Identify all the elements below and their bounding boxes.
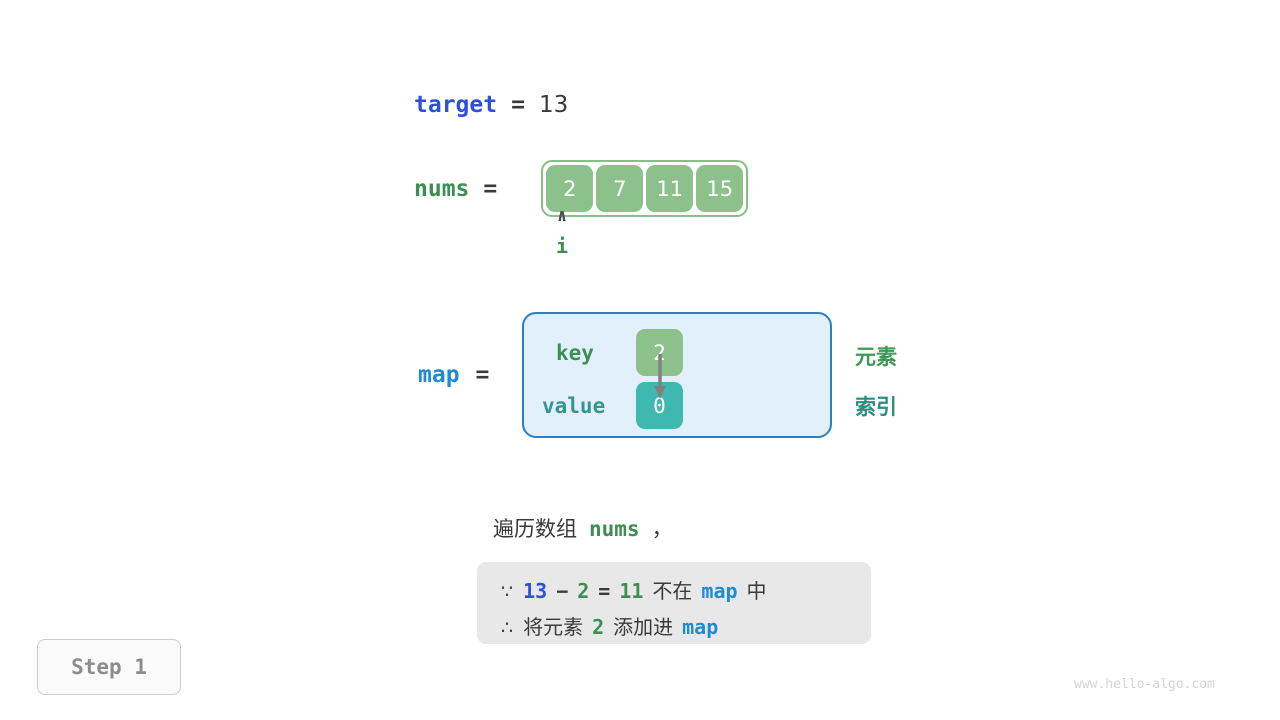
nums-equals-sign: = [483,175,498,202]
index-pointer-group: ∧ i [548,206,576,259]
target-value: 13 [538,92,569,118]
note-add-element-text: 将元素 [523,615,584,639]
map-variable-row: map = [418,362,489,388]
caption-prefix: 遍历数组 [493,517,577,541]
note-in-suffix: 中 [746,579,767,603]
target-variable-name: target [414,92,498,118]
map-variable-name: map [418,362,460,388]
note-line-because: ∵ 13 − 2 = 11 不在 map 中 [501,575,767,604]
caption-code: nums [589,517,640,541]
array-cell: 11 [646,165,694,212]
step-badge: Step 1 [37,639,181,695]
note-not-in-text: 不在 [652,579,693,603]
note-add-into-text: 添加进 [613,615,674,639]
note-line-therefore: ∴ 将元素 2 添加进 map [501,611,718,640]
nums-array-frame: 2 7 11 15 [541,160,749,217]
therefore-symbol: ∴ [501,617,514,639]
caret-up-icon: ∧ [556,206,568,226]
watermark: www.hello-algo.com [1074,677,1215,692]
note-current-element: 2 [577,579,590,603]
target-variable-row: target = 13 [414,92,568,118]
legend-element-label: 元素 [855,345,897,369]
note-map-keyword: map [682,615,719,639]
explanation-note-box: ∵ 13 − 2 = 11 不在 map 中 ∴ 将元素 2 添加进 map [477,562,871,644]
map-key-label: key [556,341,594,365]
array-cell: 7 [596,165,644,212]
note-added-element: 2 [592,615,605,639]
equals-operator: = [598,579,611,603]
nums-array-row: nums = 2 7 11 15 [414,160,749,217]
target-equals-sign: = [511,92,525,118]
because-symbol: ∵ [501,581,514,603]
index-pointer-label: i [555,234,569,258]
hash-map-box: key value 2 0 [522,312,832,438]
note-complement-value: 11 [619,579,644,603]
map-value-label: value [542,394,606,418]
array-cell: 15 [696,165,744,212]
legend-index-label: 索引 [855,395,897,419]
note-target-value: 13 [523,579,548,603]
key-to-value-arrow-icon [654,354,666,399]
caption-suffix: ， [651,517,673,541]
minus-operator: − [556,579,569,603]
caption-line: 遍历数组 nums ， [493,513,673,543]
array-cell: 2 [546,165,594,212]
map-equals-sign: = [475,362,490,388]
note-map-keyword: map [701,579,738,603]
nums-variable-name: nums [414,175,470,202]
